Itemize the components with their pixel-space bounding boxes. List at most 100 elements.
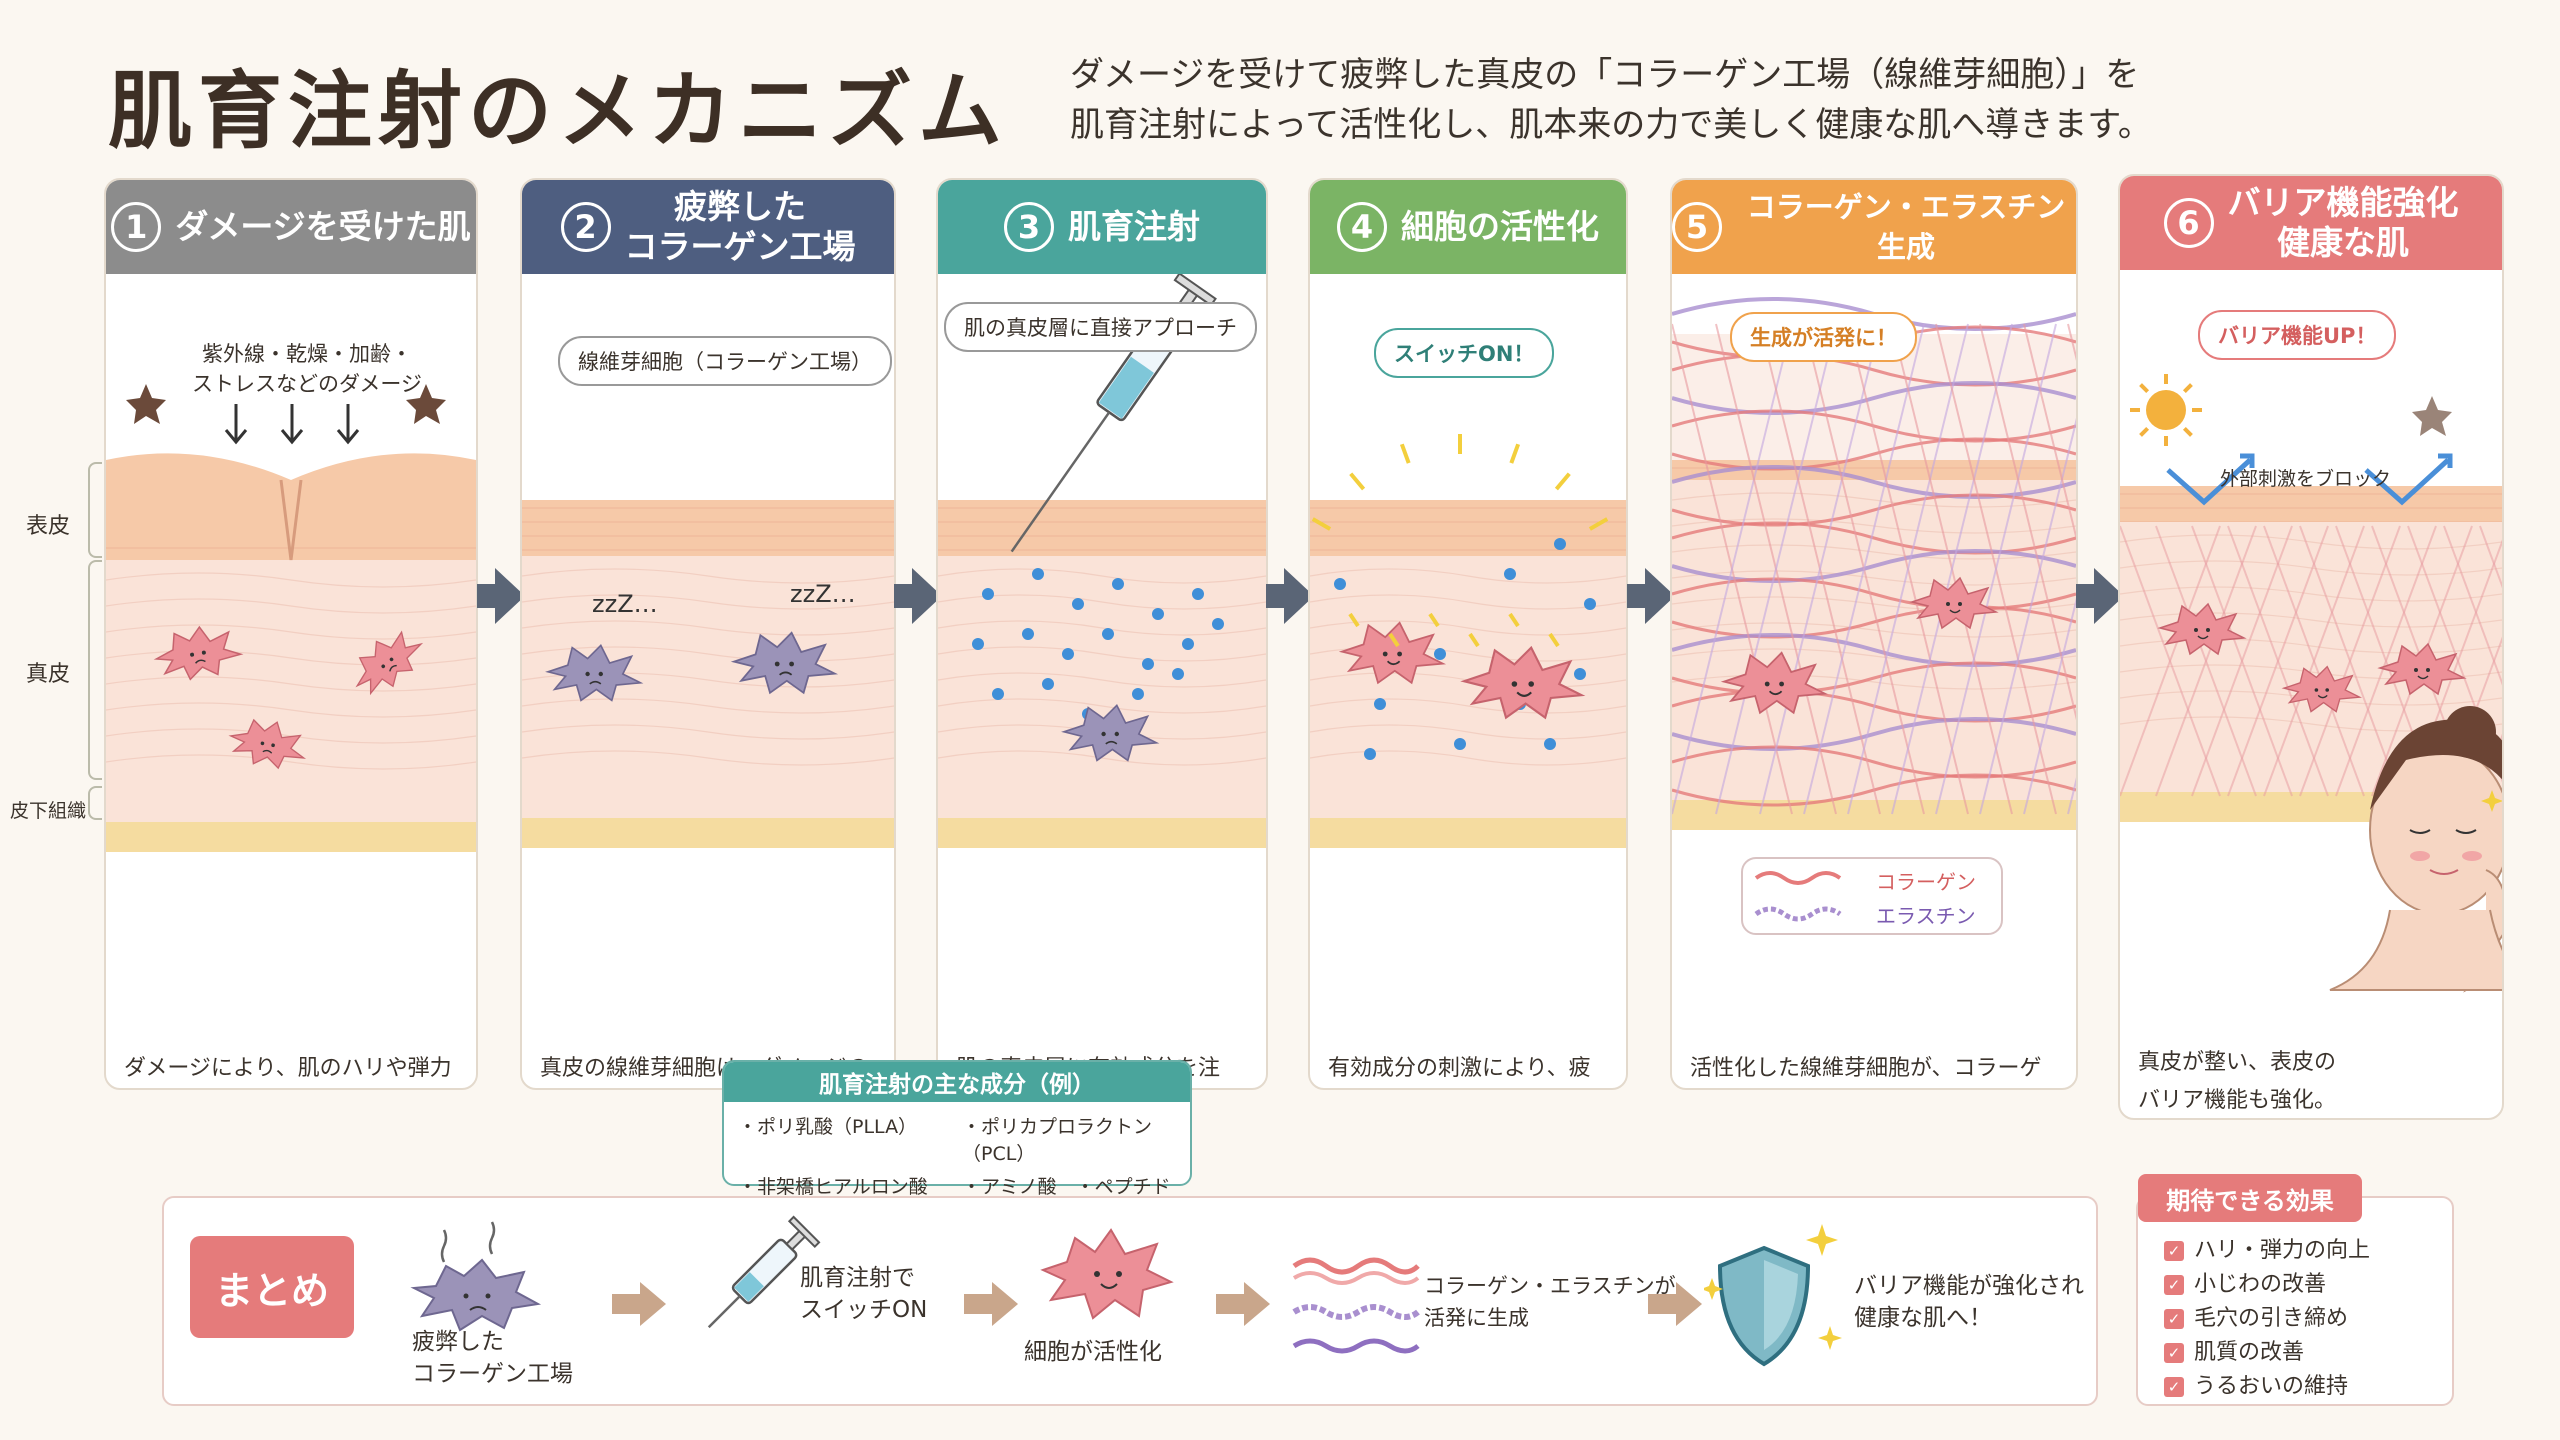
legend-label: エラスチン [1876, 904, 1976, 928]
step-description: 真皮が整い、表皮のバリア機能も強化。水分を保持しやすく、外部の刺激に負けない、あ… [2138, 1050, 2337, 1113]
lead-text: ダメージを受けて疲弊した真皮の「コラーゲン工場（線維芽細胞）」を 肌育注射によっ… [1070, 55, 2152, 145]
block-callout: 外部刺激をブロック [2220, 468, 2392, 490]
step-arrow-stem [894, 584, 914, 608]
step-callout: 肌の真皮層に直接アプローチ [944, 302, 1257, 352]
effect-item: ✓ ハリ・弾力の向上 [2164, 1234, 2370, 1268]
summary-item-1: 疲弊した コラーゲン工場 [412, 1329, 573, 1387]
effect-label: うるおいの維持 [2194, 1374, 2349, 1399]
step-heading: 疲弊した コラーゲン工場 [624, 187, 856, 266]
active-cell-icon [1040, 1228, 1174, 1320]
summary-item-3: 細胞が活性化 [1024, 1339, 1162, 1365]
step-number: 2 [560, 202, 611, 252]
effect-label: ハリ・弾力の向上 [2194, 1238, 2371, 1263]
step-number: 6 [2163, 198, 2214, 248]
page-title: 肌育注射のメカニズム [108, 62, 1009, 160]
dermis-bracket [88, 560, 102, 780]
step-arrow-stem [1627, 584, 1647, 608]
skin-illustration [1672, 297, 2076, 935]
effect-label: 肌質の改善 [2194, 1340, 2305, 1365]
effect-item: ✓ うるおいの維持 [2164, 1370, 2370, 1404]
summary-tag: まとめ [190, 1236, 354, 1338]
step-callout: 線維芽細胞（コラーゲン工場） [558, 336, 892, 386]
step-description: 有効成分の刺激により、疲弊していた線維芽細胞が活性化。コラーゲンやエラスチンを作… [1328, 1056, 1591, 1081]
summary-arrow-stem [612, 1294, 642, 1314]
step-arrow-stem [477, 584, 497, 608]
ingredient-item: ・非架橋ヒアルロン酸 [738, 1176, 928, 1198]
step-arrow-stem [2076, 584, 2096, 608]
epidermis-bracket [88, 462, 102, 558]
skin-illustration [2120, 374, 2502, 993]
epidermis-label: 表皮 [26, 514, 71, 539]
summary-arrow-icon [992, 1282, 1018, 1326]
step-card-5: 5 コラーゲン・エラスチン生成 生成が活発に！ コラーゲンエラスチン活性化した線維芽… [1670, 178, 2078, 1090]
step-callout: バリア機能UP！ [2198, 310, 2397, 360]
step-card-1: 1 ダメージを受けた肌 紫外線・乾燥・加齢・ ストレスなどのダメージダメージにより… [104, 178, 478, 1090]
step-number: 1 [111, 202, 162, 252]
summary-item-2: 肌育注射で スイッチON [800, 1265, 928, 1323]
step-callout: スイッチON！ [1374, 328, 1555, 378]
step-header: 5 コラーゲン・エラスチン生成 [1672, 180, 2076, 274]
step-header: 3 肌育注射 [938, 180, 1266, 274]
svg-text:zzZ…: zzZ… [592, 590, 658, 618]
effect-item: ✓ 小じわの改善 [2164, 1268, 2370, 1302]
step-callout: 紫外線・乾燥・加齢・ ストレスなどのダメージ [192, 342, 422, 396]
effect-item: ✓ 肌質の改善 [2164, 1336, 2370, 1370]
ingredient-item: ・ポリ乳酸（PLLA） [738, 1116, 918, 1138]
check-icon: ✓ [2164, 1377, 2184, 1397]
effect-item: ✓ 毛穴の引き締め [2164, 1302, 2370, 1336]
dermis-label: 真皮 [26, 662, 71, 687]
ingredients-box: 肌育注射の主な成分（例） ・ポリ乳酸（PLLA） ・ポリカプロラクトン（PCL）… [722, 1060, 1192, 1225]
svg-text:zzZ…: zzZ… [790, 580, 856, 608]
step-arrow-stem [1266, 584, 1286, 608]
effect-label: 毛穴の引き締め [2194, 1306, 2349, 1331]
summary-arrow-icon [640, 1282, 666, 1326]
summary-panel: まとめ 疲弊した コラーゲン工場 肌育注射で スイッチON 細胞が [162, 1196, 2098, 1406]
effect-label: 小じわの改善 [2194, 1272, 2327, 1297]
step-number: 3 [1004, 202, 1054, 252]
step-heading: ダメージを受けた肌 [175, 207, 471, 246]
step-description: 活性化した線維芽細胞が、コラーゲンやエラスチンを豊富に生成。真皮の密度が高まり、… [1690, 1056, 2042, 1081]
ingredient-item: ・ポリカプロラクトン（PCL） [962, 1116, 1153, 1165]
step-number: 4 [1337, 202, 1387, 252]
step-card-4: 4 細胞の活性化 スイッチON！ 有効成分の刺激により、疲弊していた線維芽細胞が活性… [1308, 178, 1628, 1090]
skin-illustration [106, 384, 476, 852]
shield-icon [1704, 1224, 1842, 1367]
step-description: ダメージにより、肌のハリや弾力が低下。真皮ではコラーゲンやエラスチンが減少し、バ… [124, 1056, 452, 1081]
check-icon: ✓ [2164, 1309, 2184, 1329]
summary-arrow-stem [1648, 1294, 1678, 1314]
step-callout: 生成が活発に！ [1730, 312, 1917, 362]
skin-illustration [938, 274, 1266, 848]
step-heading: バリア機能強化 健康な肌 [2227, 183, 2459, 262]
step-heading: 細胞の活性化 [1401, 207, 1599, 246]
skin-illustration [1310, 434, 1626, 848]
summary-arrow-icon [1676, 1282, 1702, 1326]
step-card-6: 6 バリア機能強化 健康な肌 バリア機能UP！ 外部刺激をブロック真皮が整い、表皮の… [2118, 174, 2504, 1120]
subcutis-bracket [88, 786, 102, 820]
summary-arrow-icon [1244, 1282, 1270, 1326]
summary-item-4: コラーゲン・エラスチンが 活発に生成 [1424, 1274, 1676, 1330]
step-heading: コラーゲン・エラスチン生成 [1746, 190, 2066, 264]
syringe-icon [707, 1215, 821, 1329]
subcutis-label: 皮下組織 [10, 800, 87, 822]
step-header: 1 ダメージを受けた肌 [106, 180, 476, 274]
step-number: 5 [1672, 202, 1722, 252]
effects-title: 期待できる効果 [2138, 1174, 2362, 1222]
legend-label: コラーゲン [1876, 870, 1976, 894]
ingredients-title: 肌育注射の主な成分（例） [724, 1062, 1190, 1102]
skin-illustration: zzZ… zzZ… [522, 500, 894, 848]
step-header: 2 疲弊した コラーゲン工場 [522, 180, 894, 274]
summary-arrow-stem [1216, 1294, 1246, 1314]
step-header: 6 バリア機能強化 健康な肌 [2120, 176, 2502, 270]
summary-arrow-stem [964, 1294, 994, 1314]
fibers-icon [1292, 1257, 1420, 1354]
tired-cell-icon [410, 1221, 542, 1332]
effects-panel: 期待できる効果 ✓ ハリ・弾力の向上 ✓ 小じわの改善 ✓ 毛穴の引き締め ✓ 肌質の改… [2136, 1174, 2454, 1406]
check-icon: ✓ [2164, 1275, 2184, 1295]
step-heading: 肌育注射 [1068, 207, 1200, 246]
check-icon: ✓ [2164, 1241, 2184, 1261]
check-icon: ✓ [2164, 1343, 2184, 1363]
step-header: 4 細胞の活性化 [1310, 180, 1626, 274]
summary-item-5: バリア機能が強化され 健康な肌へ！ [1854, 1273, 2084, 1331]
